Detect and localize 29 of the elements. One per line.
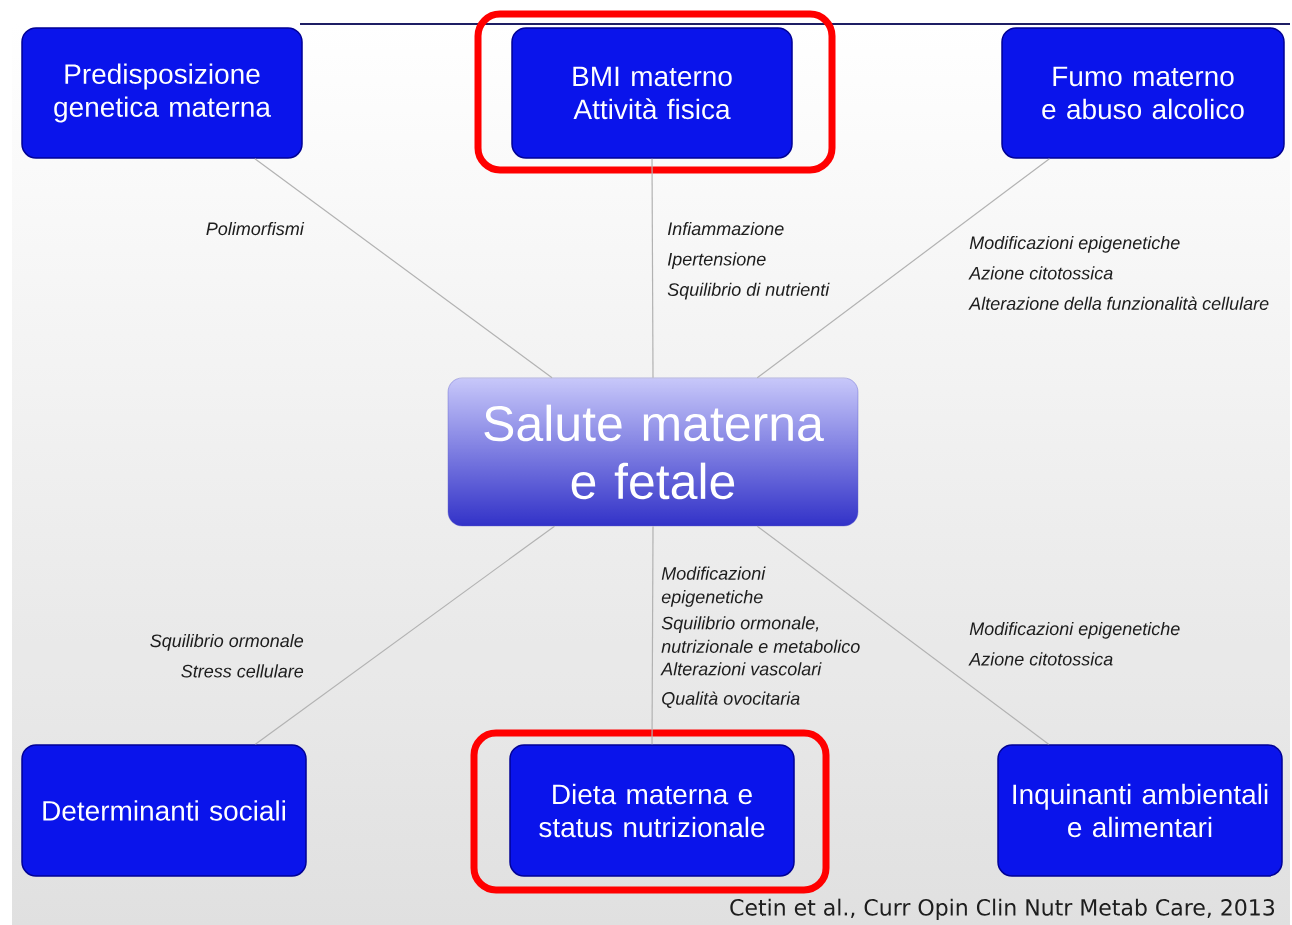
annotation-text: Alterazioni vascolari bbox=[660, 662, 822, 676]
factor-box: Determinanti sociali bbox=[21, 744, 307, 877]
connector-line bbox=[651, 158, 654, 379]
annotation-text: Azione citotossica bbox=[968, 652, 1113, 666]
annotation-text: Squilibrio ormonale bbox=[150, 633, 304, 651]
annotation-text: Alterazione della funzionalità cellulare bbox=[968, 296, 1269, 310]
annotation-text: Modificazioni epigenetiche bbox=[661, 566, 766, 607]
connector-line bbox=[756, 158, 1051, 379]
annotation-text: Qualità ovocitaria bbox=[662, 691, 800, 709]
central-box: Salute materna e fetale bbox=[447, 377, 859, 527]
annotation-text: Ipertensione bbox=[667, 252, 766, 270]
factor-box: Fumo materno e abuso alcolico bbox=[1001, 27, 1285, 159]
connector-line bbox=[756, 525, 1050, 745]
connector-line bbox=[254, 158, 553, 379]
annotation-text: Polimorfismi bbox=[206, 221, 305, 236]
annotation-text: Squilibrio ormonale, nutrizionale e metabolico bbox=[661, 616, 860, 653]
factor-box: Dieta materna e status nutrizionale bbox=[509, 744, 795, 877]
factor-box: Predisposizione genetica materna bbox=[21, 27, 303, 159]
factor-box: Inquinanti ambientali e alimentari bbox=[997, 744, 1283, 877]
annotation-text: Modificazioni epigenetiche bbox=[969, 235, 1180, 253]
annotation-text: Stress cellulare bbox=[181, 664, 304, 678]
annotation-text: Infiammazione bbox=[667, 221, 784, 236]
annotation-text: Azione citotossica bbox=[968, 266, 1113, 280]
annotation-text: Modificazioni epigenetiche bbox=[969, 621, 1180, 639]
citation: Cetin et al., Curr Opin Clin Nutr Metab Care, 2013 bbox=[730, 898, 1275, 920]
factor-box: BMI materno Attività fisica bbox=[511, 27, 793, 159]
connector-line bbox=[254, 525, 556, 745]
connector-line bbox=[651, 525, 654, 745]
annotation-text: Squilibrio di nutrienti bbox=[667, 282, 830, 300]
